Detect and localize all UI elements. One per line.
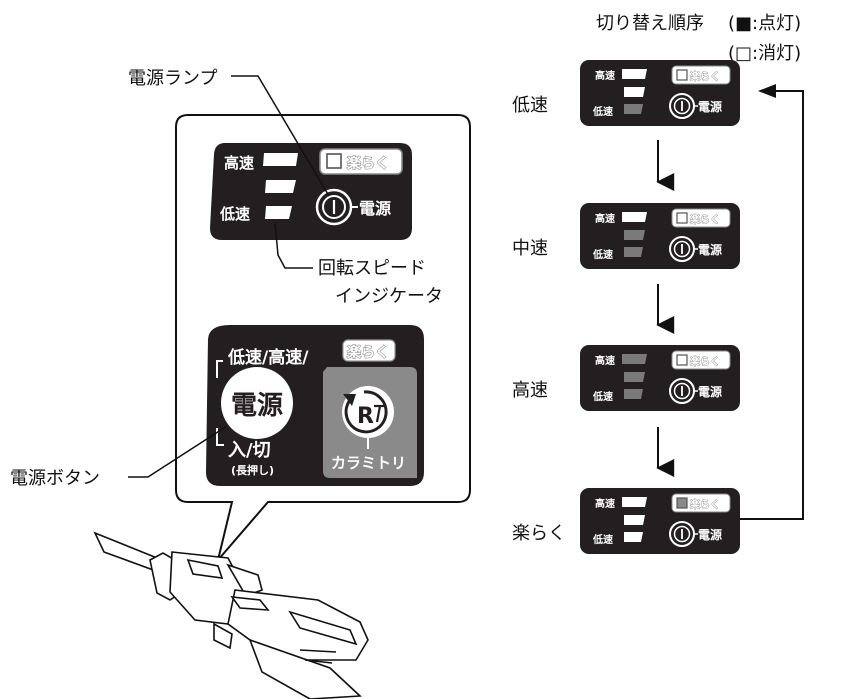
mini-low-label: 低速 [592,390,613,403]
mini-low-label: 低速 [592,533,613,546]
r-symbol: R [357,404,374,429]
raku-indicator-label: 楽らく [346,155,389,172]
mini-speed-bar [624,515,645,525]
sequence-step-label: 高速 [512,380,548,401]
mini-low-label: 低速 [592,248,613,261]
callout-speed-indicator-1: 回転スピード [318,258,426,279]
sequence-step-label: 楽らく [512,523,566,544]
mini-raku-label: 楽らく [689,70,720,83]
button-panel-top-label: 低速/高速/ [227,347,309,368]
speed-bar-mid [265,180,296,193]
mini-speed-bar [624,87,645,97]
mini-power-label: 電源 [698,99,722,114]
callout-power-button: 電源ボタン [10,468,100,489]
mini-raku-label: 楽らく [689,498,720,511]
mini-raku-label: 楽らく [689,355,720,368]
mini-raku-square [676,69,688,81]
tool-illustration [93,531,369,699]
mini-power-label: 電源 [698,242,722,257]
mini-speed-bar [624,247,643,257]
panel-power-label: 電源 [359,199,391,218]
callout-speed-indicator-2: インジケータ [335,286,443,307]
mini-power-label: 電源 [698,384,722,399]
power-button[interactable] [221,367,293,439]
mini-high-label: 高速 [595,497,615,510]
mini-high-label: 高速 [595,212,615,225]
leader-power-button [128,425,228,478]
sequence-title: 切り替え順序 [596,13,704,34]
mini-speed-bar [622,212,647,222]
legend-on: (■:点灯) [728,13,801,34]
onoff-label: 入/切 [228,440,271,461]
mini-speed-bar [624,372,645,382]
loop-back-arrowhead [758,84,776,98]
power-button-label: 電源 [231,391,283,421]
sequence-step-label: 中速 [512,238,548,259]
loop-back-line [740,90,804,520]
mini-power-label: 電源 [698,527,722,542]
callout-power-lamp: 電源ランプ [128,68,217,89]
mini-high-label: 高速 [595,354,615,367]
panel-low-label: 低速 [219,205,250,223]
mini-high-label: 高速 [595,69,615,82]
mini-raku-label: 楽らく [689,213,720,226]
sequence-step-label: 低速 [512,95,548,116]
speed-bar-high [263,153,298,166]
mini-speed-bar [622,497,647,507]
speed-bar-low [265,206,292,219]
leader-power-lamp [231,75,330,197]
mini-raku-square [676,497,688,509]
leader-speed-indicator [274,222,313,269]
mini-speed-bar [624,532,643,542]
mini-speed-bar [624,389,643,399]
mini-speed-bar [624,230,645,240]
long-press-label: (長押し) [231,463,274,477]
mini-speed-bar [622,69,647,79]
mini-low-label: 低速 [592,105,613,118]
mini-raku-square [676,354,688,366]
panel-high-label: 高速 [224,154,254,172]
button-panel: 低速/高速/ 楽らく 電源 入/切 (長押し) R カラミトリ [206,325,424,486]
button-panel-raku: 楽らく [346,344,389,361]
sequence-panels: 低速高速低速楽らく電源中速高速低速楽らく電源高速高速低速楽らく電源楽らく高速低速… [512,60,740,554]
mini-speed-bar [624,104,643,114]
legend-off: (□:消灯) [728,43,801,64]
mini-raku-square [676,212,688,224]
karamitori-label: カラミトリ [331,454,406,472]
mini-speed-bar [622,354,647,364]
indicator-panel: 高速 低速 楽らく 電源 [210,143,412,240]
raku-indicator-square [326,153,342,169]
